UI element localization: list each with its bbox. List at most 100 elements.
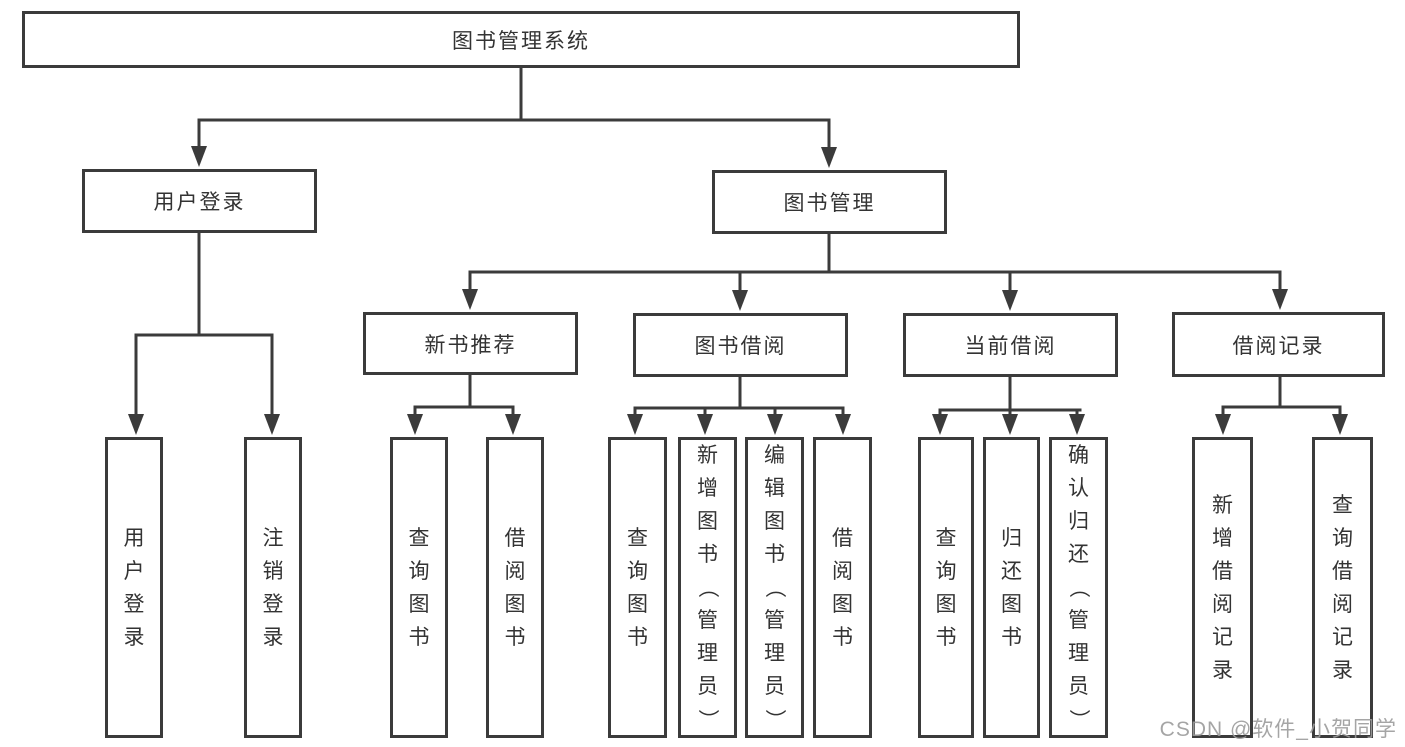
- node-leaf-user-login: 用户登录: [105, 437, 163, 738]
- node-new-book-recommend-label: 新书推荐: [424, 333, 517, 357]
- vertical-char: 书: [504, 625, 526, 649]
- node-borrow-records-label: 借阅记录: [1232, 334, 1325, 358]
- vertical-char: 员: [764, 675, 785, 698]
- vertical-char: 员: [1068, 675, 1089, 698]
- vertical-char: 登: [123, 592, 145, 616]
- vertical-char: 编: [764, 444, 785, 467]
- vertical-char: 理: [764, 642, 785, 665]
- watermark-text: CSDN @软件_小贺同学: [1159, 718, 1397, 741]
- vertical-char: ）: [696, 709, 719, 730]
- node-book-borrow: 图书借阅: [633, 313, 848, 377]
- vertical-char: 借: [504, 526, 526, 550]
- node-book-borrow-label: 图书借阅: [694, 335, 787, 358]
- vertical-char: 书: [627, 625, 648, 649]
- node-leaf-newbook-query-book: 查询图书: [390, 437, 448, 738]
- vertical-char: （: [696, 577, 719, 598]
- vertical-char: 录: [1212, 658, 1233, 682]
- vertical-char: 管: [1068, 609, 1089, 632]
- vertical-char: 图: [504, 592, 526, 616]
- vertical-char: 询: [935, 559, 957, 583]
- vertical-char: 查: [935, 526, 957, 550]
- arrowheads: [128, 146, 1348, 435]
- node-leaf-newbook-borrow-book: 借阅图书: [486, 437, 544, 738]
- node-user-login-module-label: 用户登录: [153, 191, 246, 214]
- node-current-borrow: 当前借阅: [903, 313, 1118, 377]
- vertical-char: 还: [1001, 559, 1022, 583]
- node-root-label: 图书管理系统: [452, 29, 590, 53]
- vertical-char: 书: [935, 625, 957, 649]
- vertical-char: 阅: [1212, 592, 1233, 616]
- vertical-char: 图: [832, 592, 853, 616]
- vertical-char: 图: [408, 592, 430, 616]
- node-leaf-query-borrow-record: 查询借阅记录: [1312, 437, 1373, 738]
- vertical-char: 图: [627, 592, 648, 616]
- vertical-char: 记: [1212, 625, 1233, 649]
- node-leaf-confirm-return-admin: 确认归还 （ 管理员 ）: [1049, 437, 1108, 738]
- vertical-char: 询: [408, 559, 430, 583]
- vertical-char: 借: [832, 526, 853, 550]
- node-leaf-logout: 注销登录: [244, 437, 302, 738]
- vertical-char: 询: [627, 559, 648, 583]
- vertical-char: 书: [832, 625, 853, 649]
- vertical-char: 理: [1068, 642, 1089, 665]
- vertical-char: 管: [764, 609, 785, 632]
- vertical-char: 认: [1068, 477, 1089, 500]
- vertical-char: 图: [697, 510, 718, 533]
- vertical-char: 增: [697, 477, 718, 500]
- node-leaf-add-book-admin: 新增图书 （ 管理员 ）: [678, 437, 737, 738]
- vertical-char: 借: [1332, 559, 1353, 583]
- vertical-char: （: [763, 577, 786, 598]
- node-book-management-label: 图书管理: [783, 192, 876, 215]
- node-leaf-current-query-book: 查询图书: [918, 437, 974, 738]
- vertical-char: 理: [697, 642, 718, 665]
- vertical-char: 管: [697, 609, 718, 632]
- vertical-char: （: [1067, 577, 1090, 598]
- node-current-borrow-label: 当前借阅: [964, 335, 1057, 358]
- vertical-char: 书: [408, 625, 430, 649]
- vertical-char: 归: [1068, 510, 1089, 533]
- vertical-char: 阅: [832, 559, 853, 583]
- vertical-char: ）: [763, 709, 786, 730]
- vertical-char: ）: [1067, 709, 1090, 730]
- node-leaf-borrow-book: 借阅图书: [813, 437, 872, 738]
- vertical-char: 录: [1332, 658, 1353, 682]
- vertical-char: 新: [1212, 493, 1233, 517]
- vertical-char: 图: [764, 510, 785, 533]
- vertical-char: 查: [1332, 493, 1353, 517]
- vertical-char: 增: [1212, 526, 1233, 550]
- node-user-login-module: 用户登录: [82, 169, 317, 233]
- vertical-char: 阅: [504, 559, 526, 583]
- vertical-char: 书: [697, 543, 718, 566]
- vertical-char: 录: [262, 625, 284, 649]
- node-leaf-add-borrow-record: 新增借阅记录: [1192, 437, 1253, 738]
- vertical-char: 书: [1001, 625, 1022, 649]
- node-leaf-borrow-query-book: 查询图书: [608, 437, 667, 738]
- vertical-char: 还: [1068, 543, 1089, 566]
- vertical-char: 询: [1332, 526, 1353, 550]
- vertical-char: 归: [1001, 526, 1022, 550]
- vertical-char: 新: [697, 444, 718, 467]
- vertical-char: 查: [408, 526, 430, 550]
- node-leaf-return-book: 归还图书: [983, 437, 1040, 738]
- vertical-char: 登: [262, 592, 284, 616]
- vertical-char: 注: [262, 526, 284, 550]
- vertical-char: 图: [935, 592, 957, 616]
- node-book-management: 图书管理: [712, 170, 947, 234]
- vertical-char: 记: [1332, 625, 1353, 649]
- node-root: 图书管理系统: [22, 11, 1020, 68]
- node-new-book-recommend: 新书推荐: [363, 312, 578, 375]
- vertical-char: 辑: [764, 477, 785, 500]
- vertical-char: 用: [123, 526, 145, 550]
- node-borrow-records: 借阅记录: [1172, 312, 1385, 377]
- vertical-char: 员: [697, 675, 718, 698]
- vertical-char: 借: [1212, 559, 1233, 583]
- vertical-char: 书: [764, 543, 785, 566]
- vertical-char: 查: [627, 526, 648, 550]
- vertical-char: 户: [123, 559, 145, 583]
- node-leaf-edit-book-admin: 编辑图书 （ 管理员 ）: [745, 437, 804, 738]
- vertical-char: 录: [123, 625, 145, 649]
- vertical-char: 销: [262, 559, 284, 583]
- vertical-char: 确: [1068, 444, 1089, 467]
